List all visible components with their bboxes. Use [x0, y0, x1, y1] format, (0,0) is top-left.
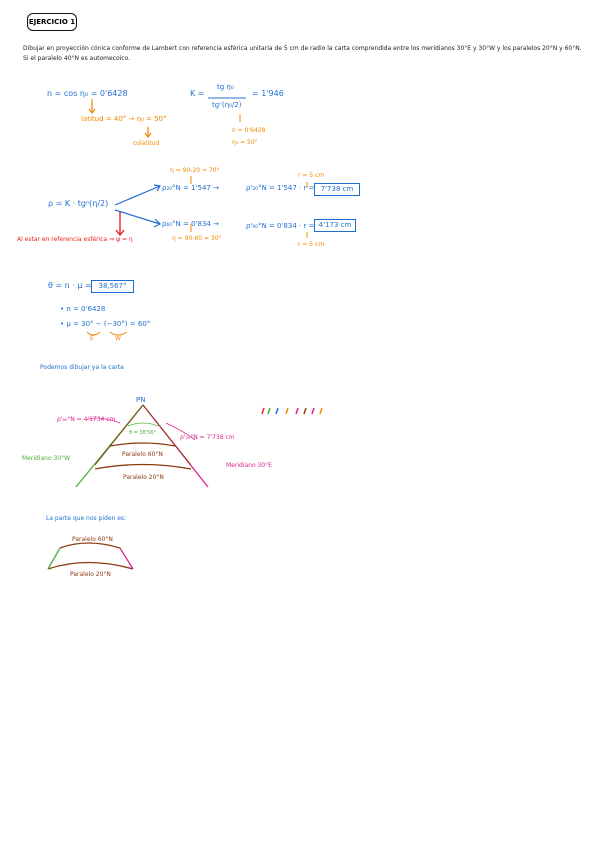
k-denominator: tgⁿ(η₀/2): [212, 101, 242, 109]
spherical-note: Al estar en referencia esférica ⇒ ψ = η: [17, 236, 133, 243]
meridian-30e-label: Meridiano 30°E: [226, 462, 272, 469]
color-swatches: [261, 407, 323, 415]
result-rho-60: 4'173 cm: [314, 219, 356, 232]
result-rho-20: 7'738 cm: [314, 183, 360, 196]
eta-20: η = 90-20 = 70°: [170, 167, 220, 174]
rho-20-label: ρ'₂₀°N = 7'738 cm: [180, 434, 235, 441]
k-value: = 1'946: [252, 89, 284, 98]
theta-label: θ = 38'56°: [129, 430, 157, 436]
east-label: E: [90, 335, 94, 342]
k-numerator: tg η₀: [217, 83, 234, 91]
rho-20: ρ₂₀°N = 1'547 →: [162, 184, 219, 192]
result-intro: La parte que nos piden es:: [46, 515, 127, 522]
rho-60-prime: ρ'₆₀°N = 0'834 · r =: [246, 222, 315, 230]
meridian-30w-label: Meridiano 30°W: [22, 455, 71, 462]
exercise-title: EJERCICIO 1: [27, 13, 77, 31]
radius-bottom: r = 5 cm: [298, 241, 325, 248]
theta-equation: θ = n · μ =: [48, 281, 92, 290]
k-lhs: K =: [190, 89, 205, 98]
pole-label: PN: [136, 396, 146, 404]
rho-20-prime: ρ'₂₀°N = 1'547 · r =: [246, 184, 315, 192]
result-chart-piece: [47, 542, 134, 570]
west-label: W: [115, 335, 121, 342]
rho-equation: ρ = K · tgⁿ(η/2): [48, 199, 109, 208]
result-parallel-20: Paralelo 20°N: [70, 571, 111, 578]
problem-statement: Dibujar en proyección cónica conforme de…: [23, 45, 582, 62]
colatitude-label: colatitud: [133, 140, 160, 147]
parallel-20-label: Paralelo 20°N: [123, 474, 164, 481]
n-equation: n = cos η₀ = 0'6428: [47, 89, 128, 98]
latitude-line: latitud = 40° → η₀ = 50°: [81, 115, 167, 123]
parallel-60-label: Paralelo 60°N: [122, 451, 163, 458]
drawing-intro: Podemos dibujar ya la carta: [40, 364, 124, 371]
lambert-chart: [75, 404, 209, 488]
result-parallel-60: Paralelo 60°N: [72, 536, 113, 543]
n-bullet: • n = 0'6428: [60, 305, 106, 313]
mu-bullet: • μ = 30° − (−30°) = 60°: [60, 320, 151, 328]
theta-value: 38,567°: [91, 280, 134, 293]
eta-60: η = 90-60 = 30°: [172, 235, 222, 242]
radius-top: r = 5 cm: [298, 172, 325, 179]
rho-60: ρ₆₀°N = 0'834 →: [162, 220, 219, 228]
n-small: n = 0'6428: [232, 127, 266, 134]
eta-small: η₀ = 50°: [232, 139, 258, 146]
rho-60-label: ρ'₆₀°N = 4'1734 cm: [57, 416, 116, 423]
